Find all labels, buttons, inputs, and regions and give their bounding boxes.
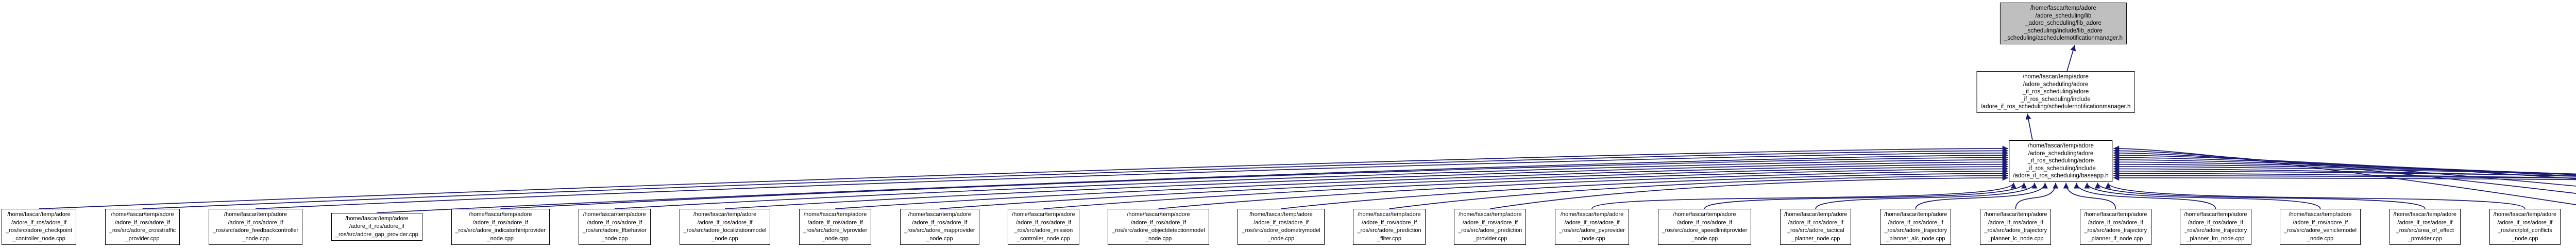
include-edge <box>1158 168 2008 209</box>
graph-node-source-file[interactable]: /home/fascar/temp/adore /adore_if_ros/ad… <box>331 212 422 241</box>
include-edge <box>2113 155 2576 177</box>
include-edge <box>2113 168 2576 176</box>
graph-node-source-file[interactable]: /home/fascar/temp/adore /adore_if_ros/ad… <box>2280 209 2361 245</box>
graph-node-source-file[interactable]: /home/fascar/temp/adore /adore_if_ros/ad… <box>1880 209 1952 245</box>
include-edge <box>2113 163 2576 175</box>
graph-node-baseapp-h[interactable]: /home/fascar/temp/adore /adore_schedulin… <box>2009 140 2113 182</box>
include-edge <box>724 159 2008 209</box>
graph-node-source-file[interactable]: /home/fascar/temp/adore /adore_if_ros/ad… <box>679 209 771 245</box>
include-edge <box>2113 157 2576 175</box>
graph-node-source-file[interactable]: /home/fascar/temp/adore /adore_if_ros/ad… <box>2489 209 2561 245</box>
include-edge <box>1389 173 2008 209</box>
include-edge <box>1043 166 2008 209</box>
graph-node-source-file[interactable]: /home/fascar/temp/adore /adore_if_ros/ad… <box>1108 209 1209 245</box>
include-edge <box>377 152 2008 213</box>
include-edge <box>1704 183 2027 209</box>
include-edge <box>39 145 2008 209</box>
include-edge <box>2084 183 2321 209</box>
graph-node-source-file[interactable]: /home/fascar/temp/adore /adore_if_ros/ad… <box>451 209 550 245</box>
include-edge <box>1815 183 2038 209</box>
graph-node-source-file[interactable]: /home/fascar/temp/adore /adore_if_ros/ad… <box>2389 209 2461 245</box>
include-edge <box>939 163 2008 209</box>
include-edge <box>2113 145 2576 205</box>
include-edge <box>835 161 2008 209</box>
include-edge <box>2113 152 2576 179</box>
graph-node-source-file[interactable]: /home/fascar/temp/adore /adore_if_ros/ad… <box>1008 209 1079 245</box>
include-edge <box>500 155 2008 209</box>
include-edge <box>256 150 2008 209</box>
graph-node-source-file[interactable]: /home/fascar/temp/adore /adore_if_ros/ad… <box>1555 209 1629 245</box>
graph-node-source-file[interactable]: /home/fascar/temp/adore /adore_if_ros/ad… <box>208 209 303 245</box>
include-edge <box>2113 173 2576 179</box>
include-edge <box>2105 183 2526 209</box>
include-edge <box>1915 183 2048 209</box>
graph-node-source-file[interactable]: /home/fascar/temp/adore /adore_if_ros/ad… <box>2 209 77 245</box>
include-edge <box>2113 159 2576 175</box>
include-edge <box>2113 161 2576 175</box>
include-edge <box>2074 183 2216 209</box>
include-edge <box>1281 170 2008 209</box>
include-edge <box>2113 150 2576 187</box>
graph-node-aschedulernotificationmanager-h: /home/fascar/temp/adore /adore_schedulin… <box>1999 3 2127 44</box>
graph-node-source-file[interactable]: /home/fascar/temp/adore /adore_if_ros/ad… <box>2080 209 2151 245</box>
graph-node-source-file[interactable]: /home/fascar/temp/adore /adore_if_ros/ad… <box>1454 209 1527 245</box>
graph-node-source-file[interactable]: /home/fascar/temp/adore /adore_if_ros/ad… <box>1238 209 1325 245</box>
include-edge <box>2094 183 2426 209</box>
graph-node-source-file[interactable]: /home/fascar/temp/adore /adore_if_ros/ad… <box>105 209 180 245</box>
graph-node-source-file[interactable]: /home/fascar/temp/adore /adore_if_ros/ad… <box>2180 209 2251 245</box>
include-edge <box>2113 166 2576 177</box>
graph-node-source-file[interactable]: /home/fascar/temp/adore /adore_if_ros/ad… <box>1780 209 1852 245</box>
graph-node-source-file[interactable]: /home/fascar/temp/adore /adore_if_ros/ad… <box>1353 209 1426 245</box>
include-edge <box>2015 183 2059 209</box>
include-edge <box>1490 175 2008 209</box>
include-edge <box>2113 147 2576 194</box>
include-edge <box>2025 113 2033 141</box>
include-edge <box>2113 175 2576 181</box>
source-file-row: /home/fascar/temp/adore /adore_if_ros/ad… <box>2 207 2576 246</box>
graph-node-source-file[interactable]: /home/fascar/temp/adore /adore_if_ros/ad… <box>799 209 872 245</box>
include-edge <box>614 157 2008 209</box>
graph-node-source-file[interactable]: /home/fascar/temp/adore /adore_if_ros/ad… <box>1657 209 1752 245</box>
include-edge <box>2063 183 2116 209</box>
include-edge <box>1591 183 2016 209</box>
include-edge <box>142 147 2008 209</box>
graph-node-source-file[interactable]: /home/fascar/temp/adore /adore_if_ros/ad… <box>900 209 979 245</box>
graph-node-schedulernotificationmanager-h[interactable]: /home/fascar/temp/adore /adore_schedulin… <box>1976 71 2135 113</box>
graph-node-source-file[interactable]: /home/fascar/temp/adore /adore_if_ros/ad… <box>578 209 651 245</box>
graph-node-source-file[interactable]: /home/fascar/temp/adore /adore_if_ros/ad… <box>1980 209 2052 245</box>
include-edge <box>2066 45 2076 72</box>
